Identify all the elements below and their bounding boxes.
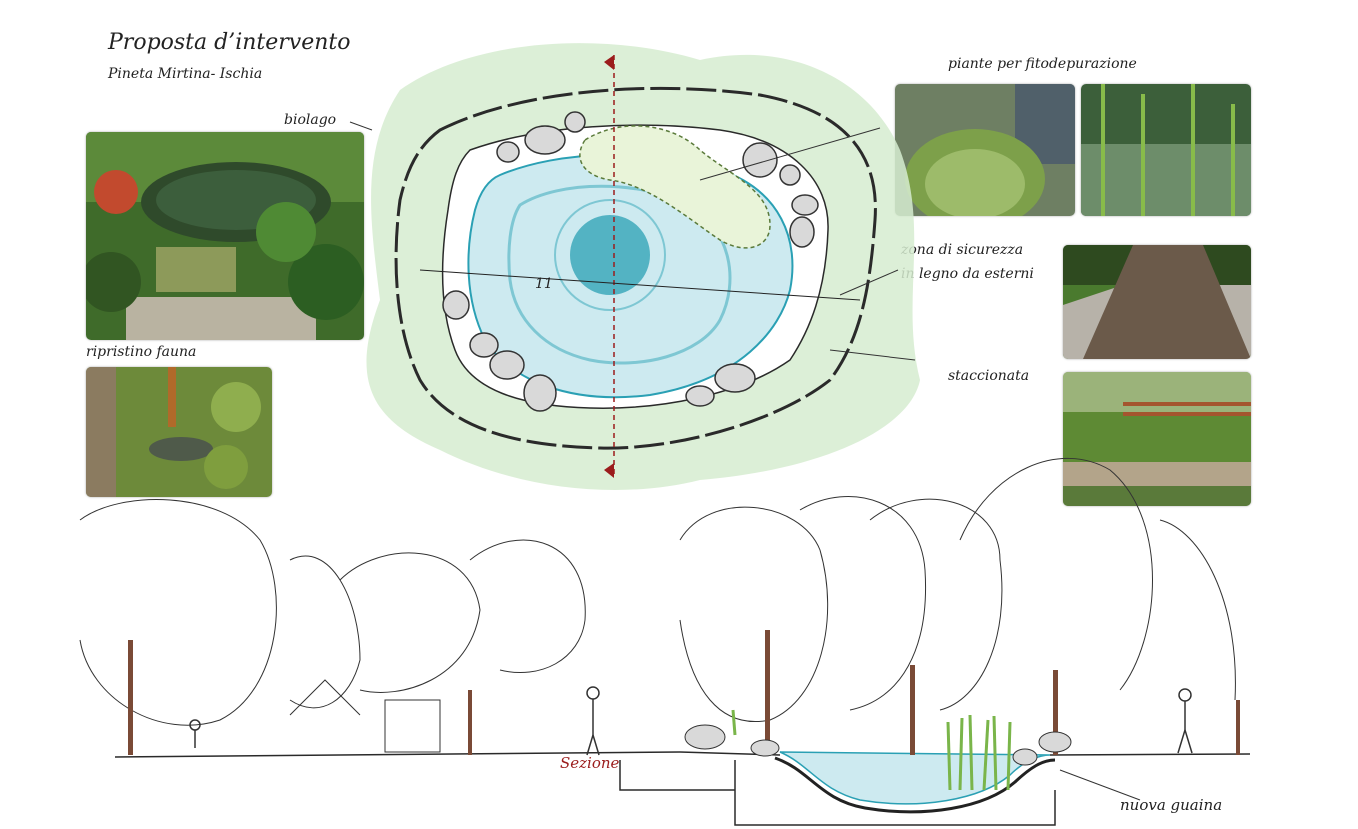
label-staccionata: staccionata xyxy=(948,368,1030,384)
photo-staccionata xyxy=(1063,372,1251,506)
photo-piante-2 xyxy=(1081,84,1251,216)
outer-fence xyxy=(394,86,877,450)
photo-ripristino-fauna xyxy=(86,367,272,497)
section-people xyxy=(189,686,1193,756)
photo-biolago xyxy=(86,132,364,340)
section-rocks xyxy=(684,724,1072,766)
page-subtitle: Pineta Mirtina- Ischia xyxy=(108,66,263,82)
section-pergola xyxy=(384,699,441,753)
dimension-value: 11 xyxy=(535,276,553,292)
section-liner xyxy=(774,756,1056,814)
page-title: Proposta d’intervento xyxy=(108,30,351,55)
trees xyxy=(79,457,1236,726)
phytodepuration-zone xyxy=(579,125,771,249)
label-nuova-guaina: nuova guaina xyxy=(1120,796,1223,814)
photo-piante-1 xyxy=(895,84,1075,216)
section-arrow-bottom xyxy=(604,463,614,478)
section-reeds xyxy=(731,709,1012,791)
label-zona-sicurezza-2: in legno da esterni xyxy=(901,266,1034,282)
label-ripristino-fauna: ripristino fauna xyxy=(86,344,197,360)
dimension-line xyxy=(419,269,861,301)
section-shelter xyxy=(289,679,361,716)
tree-trunks xyxy=(128,630,1240,755)
rocks xyxy=(442,111,819,412)
section-elevation xyxy=(114,751,1251,826)
label-sezione: Sezione xyxy=(560,754,620,772)
pond-deep-center xyxy=(570,215,650,295)
label-zona-sicurezza-1: zona di sicurezza xyxy=(901,242,1024,258)
label-piante-fitodepurazione: piante per fitodepurazione xyxy=(948,56,1137,72)
section-arrow-top xyxy=(604,55,614,70)
photo-zona-sicurezza xyxy=(1063,245,1251,359)
label-biolago: biolago xyxy=(284,112,337,128)
